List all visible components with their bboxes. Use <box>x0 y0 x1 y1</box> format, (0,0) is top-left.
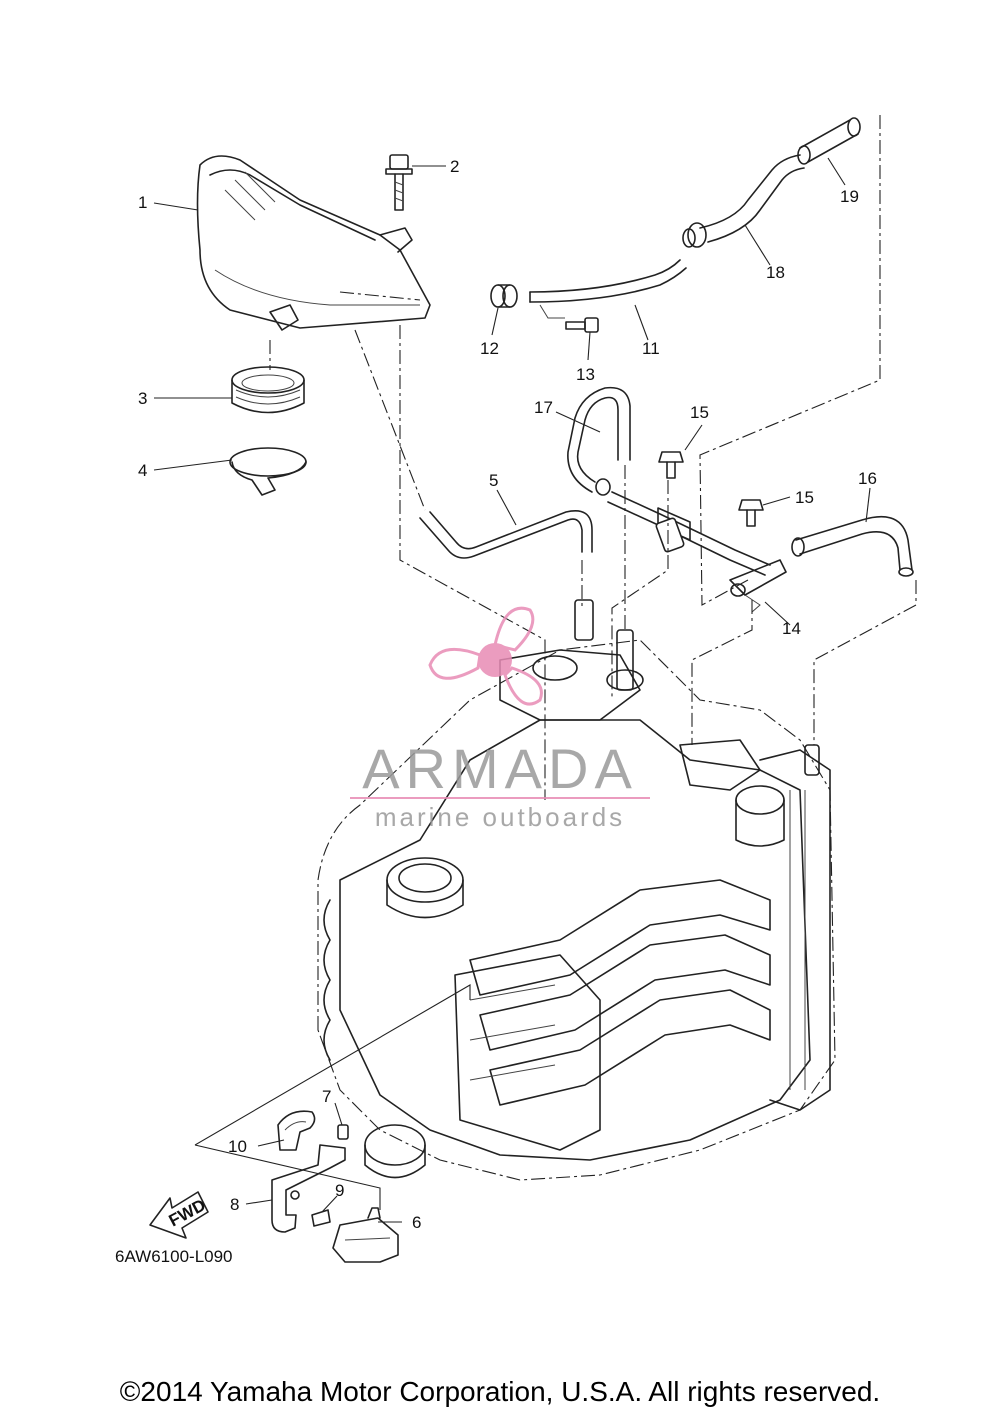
callout-14: 14 <box>782 619 801 638</box>
locator-lines <box>269 115 917 800</box>
nut-7 <box>337 1124 349 1140</box>
callout-16: 16 <box>858 469 877 488</box>
hose-19 <box>797 117 861 165</box>
breather-hose-5 <box>419 510 593 559</box>
callout-15a: 15 <box>690 403 709 422</box>
sensor-6 <box>332 1207 399 1263</box>
hose-11 <box>529 259 687 319</box>
screw-9 <box>311 1209 331 1227</box>
hose-18 <box>682 154 805 248</box>
callout-17: 17 <box>534 398 553 417</box>
callout-8: 8 <box>230 1195 239 1214</box>
callout-11: 11 <box>642 339 660 358</box>
t-joint-14 <box>607 491 787 613</box>
bolt-2 <box>385 154 413 211</box>
callout-19: 19 <box>840 187 859 206</box>
callout-9: 9 <box>335 1181 344 1200</box>
callout-15b: 15 <box>795 488 814 507</box>
elbow-hose-17 <box>567 386 631 496</box>
fwd-arrow <box>149 1191 209 1239</box>
watermark: ARMADA marine outboards <box>350 606 650 832</box>
callout-2: 2 <box>450 157 459 176</box>
callout-1: 1 <box>138 193 147 212</box>
clip-10 <box>277 1110 316 1151</box>
watermark-tagline: marine outboards <box>375 802 625 832</box>
callout-13: 13 <box>576 365 595 384</box>
grommet-12 <box>490 284 518 308</box>
callout-labels: 1 2 3 4 5 6 7 8 9 10 11 12 13 14 15 15 1… <box>138 157 877 1232</box>
hose-clamp-band <box>229 447 307 496</box>
bracket-8 <box>271 1144 346 1233</box>
propeller-logo-icon <box>428 606 543 706</box>
screw-13 <box>565 317 599 333</box>
drawing-code: 6AW6100-L090 <box>115 1247 233 1266</box>
callout-18: 18 <box>766 263 785 282</box>
callout-leaders <box>153 157 871 1223</box>
engine-block <box>317 599 836 1181</box>
callout-10: 10 <box>228 1137 247 1156</box>
callout-5: 5 <box>489 471 498 490</box>
callout-3: 3 <box>138 389 147 408</box>
hose-16 <box>791 516 914 577</box>
callout-7: 7 <box>322 1087 331 1106</box>
callout-12: 12 <box>480 339 499 358</box>
bolt-15a <box>658 451 684 479</box>
copyright-notice: ©2014 Yamaha Motor Corporation, U.S.A. A… <box>119 1376 881 1407</box>
watermark-brand: ARMADA <box>362 737 638 800</box>
bolt-15b <box>738 499 764 527</box>
callout-4: 4 <box>138 461 147 480</box>
rubber-seal <box>231 366 305 414</box>
callout-6: 6 <box>412 1213 421 1232</box>
